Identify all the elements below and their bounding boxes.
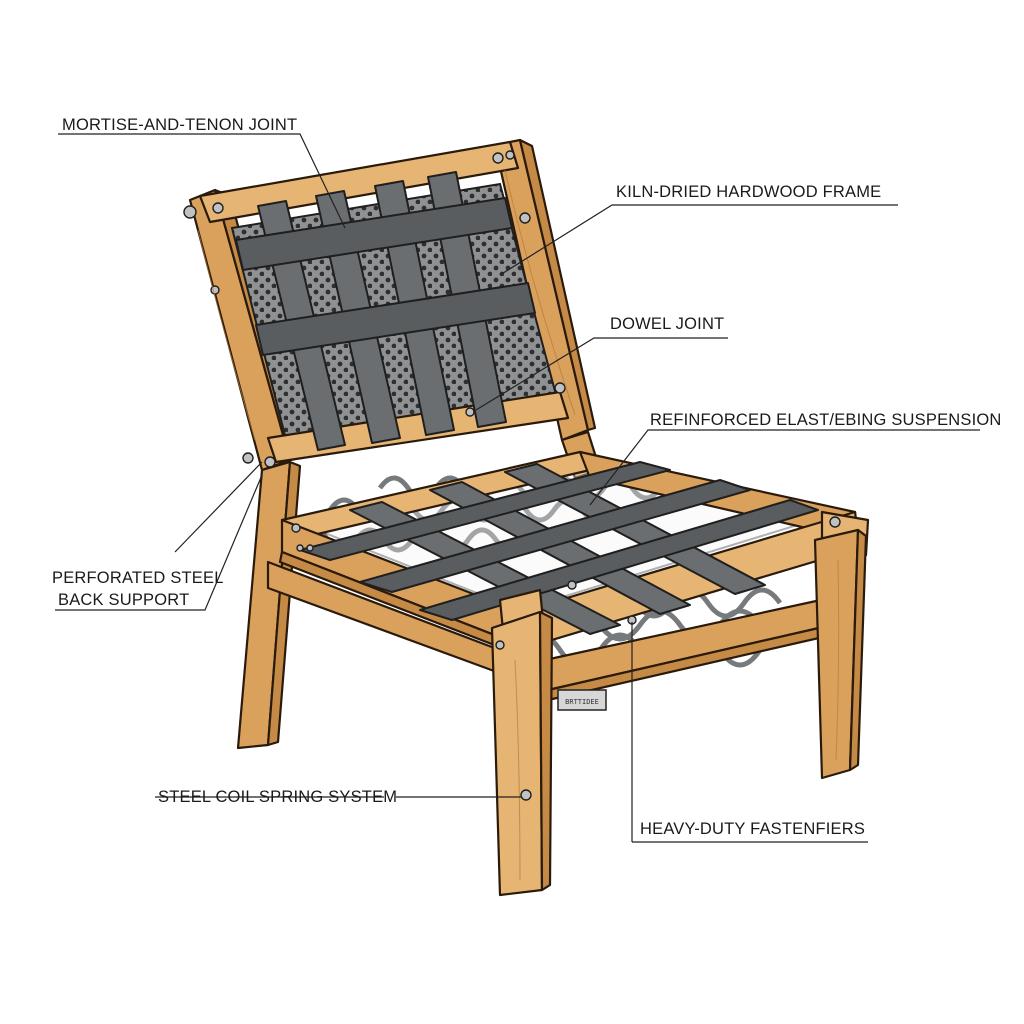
leader-lines bbox=[55, 133, 980, 843]
label-perforated-steel-line1: PERFORATED STEEL bbox=[52, 569, 224, 587]
label-perforated-steel-line2: BACK SUPPORT bbox=[58, 591, 189, 609]
maker-plate-text: BRTTIDEE bbox=[565, 698, 599, 706]
label-mortise-and-tenon-joint: MORTISE-AND-TENON JOINT bbox=[62, 116, 297, 134]
maker-plate bbox=[557, 689, 607, 711]
label-heavy-duty-fasteners: HEAVY-DUTY FASTENFIERS bbox=[640, 820, 865, 838]
chair-backrest bbox=[183, 138, 597, 472]
label-webbing-suspension: REFINFORCED ELAST/EBING SUSPENSION bbox=[650, 411, 1002, 429]
chair-seat bbox=[278, 450, 870, 668]
front-legs bbox=[490, 528, 868, 897]
label-steel-coil-spring-system: STEEL COIL SPRING SYSTEM bbox=[158, 788, 397, 806]
label-dowel-joint: DOWEL JOINT bbox=[610, 315, 724, 333]
label-kiln-dried-hardwood-frame: KILN-DRIED HARDWOOD FRAME bbox=[616, 183, 881, 201]
